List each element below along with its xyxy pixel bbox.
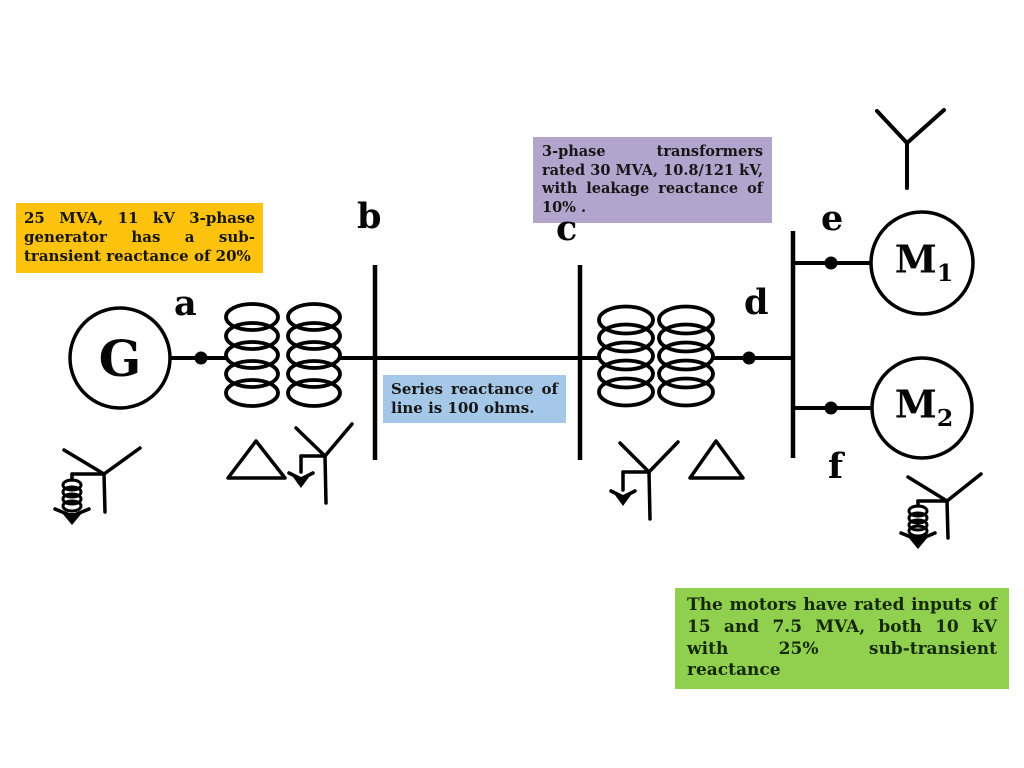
transformer2-coil-secondary — [657, 304, 715, 408]
ground-icon — [53, 507, 91, 525]
motor2-neutral-group — [899, 472, 983, 549]
node-f-dot — [824, 401, 838, 415]
note-generator-rating: 25 MVA, 11 kV 3-phase generator has a su… — [16, 203, 263, 273]
motor1-label-subscript: 1 — [936, 259, 954, 288]
transformer2-to-motor-bus-line — [580, 351, 793, 365]
grounding-reactor-icon — [61, 478, 83, 513]
transformer1-coil-primary — [224, 302, 280, 408]
motor2-circle — [870, 356, 974, 460]
node-label-b: b — [357, 196, 382, 237]
node-a-dot — [194, 351, 208, 365]
node-e-dot — [824, 256, 838, 270]
note-motor-rating: The motors have rated inputs of 15 and 7… — [675, 588, 1009, 689]
ground-icon — [609, 489, 637, 506]
node-label-c: c — [556, 208, 578, 249]
grounding-reactor-icon — [907, 504, 929, 538]
ground-icon — [287, 471, 315, 488]
motor1-circle — [869, 210, 975, 316]
wye-icon — [875, 108, 946, 190]
wye-grounded-icon — [609, 440, 680, 521]
node-label-d: d — [744, 282, 769, 323]
generator-to-transformer1-line — [170, 351, 227, 365]
motor2-branch-line — [793, 401, 872, 415]
transformer1-coil-secondary — [286, 302, 342, 408]
node-label-f: f — [828, 446, 844, 487]
delta-icon — [226, 439, 287, 480]
wye-grounded-icon — [906, 472, 983, 540]
wye-grounded-icon — [62, 446, 142, 514]
note-line-reactance: Series reactance of line is 100 ohms. — [383, 375, 566, 424]
transformer2-coil-primary — [597, 304, 655, 408]
delta-icon — [688, 439, 745, 480]
generator-neutral-group — [53, 446, 142, 525]
motor1-branch-line — [793, 256, 871, 270]
wye-grounded-icon — [287, 422, 354, 505]
motor2-label: M2 — [895, 385, 953, 430]
motor1-label: M1 — [895, 240, 953, 285]
motor2-label-subscript: 2 — [936, 404, 954, 433]
node-d-dot — [742, 351, 756, 365]
node-label-a: a — [174, 283, 197, 324]
ground-icon — [899, 531, 937, 549]
note-transformer-rating: 3-phase transformers rated 30 MVA, 10.8/… — [533, 137, 772, 224]
motor1-label-main: M — [894, 236, 937, 282]
generator-label: G — [98, 329, 142, 388]
motor2-label-main: M — [894, 381, 937, 427]
node-label-e: e — [821, 198, 844, 239]
